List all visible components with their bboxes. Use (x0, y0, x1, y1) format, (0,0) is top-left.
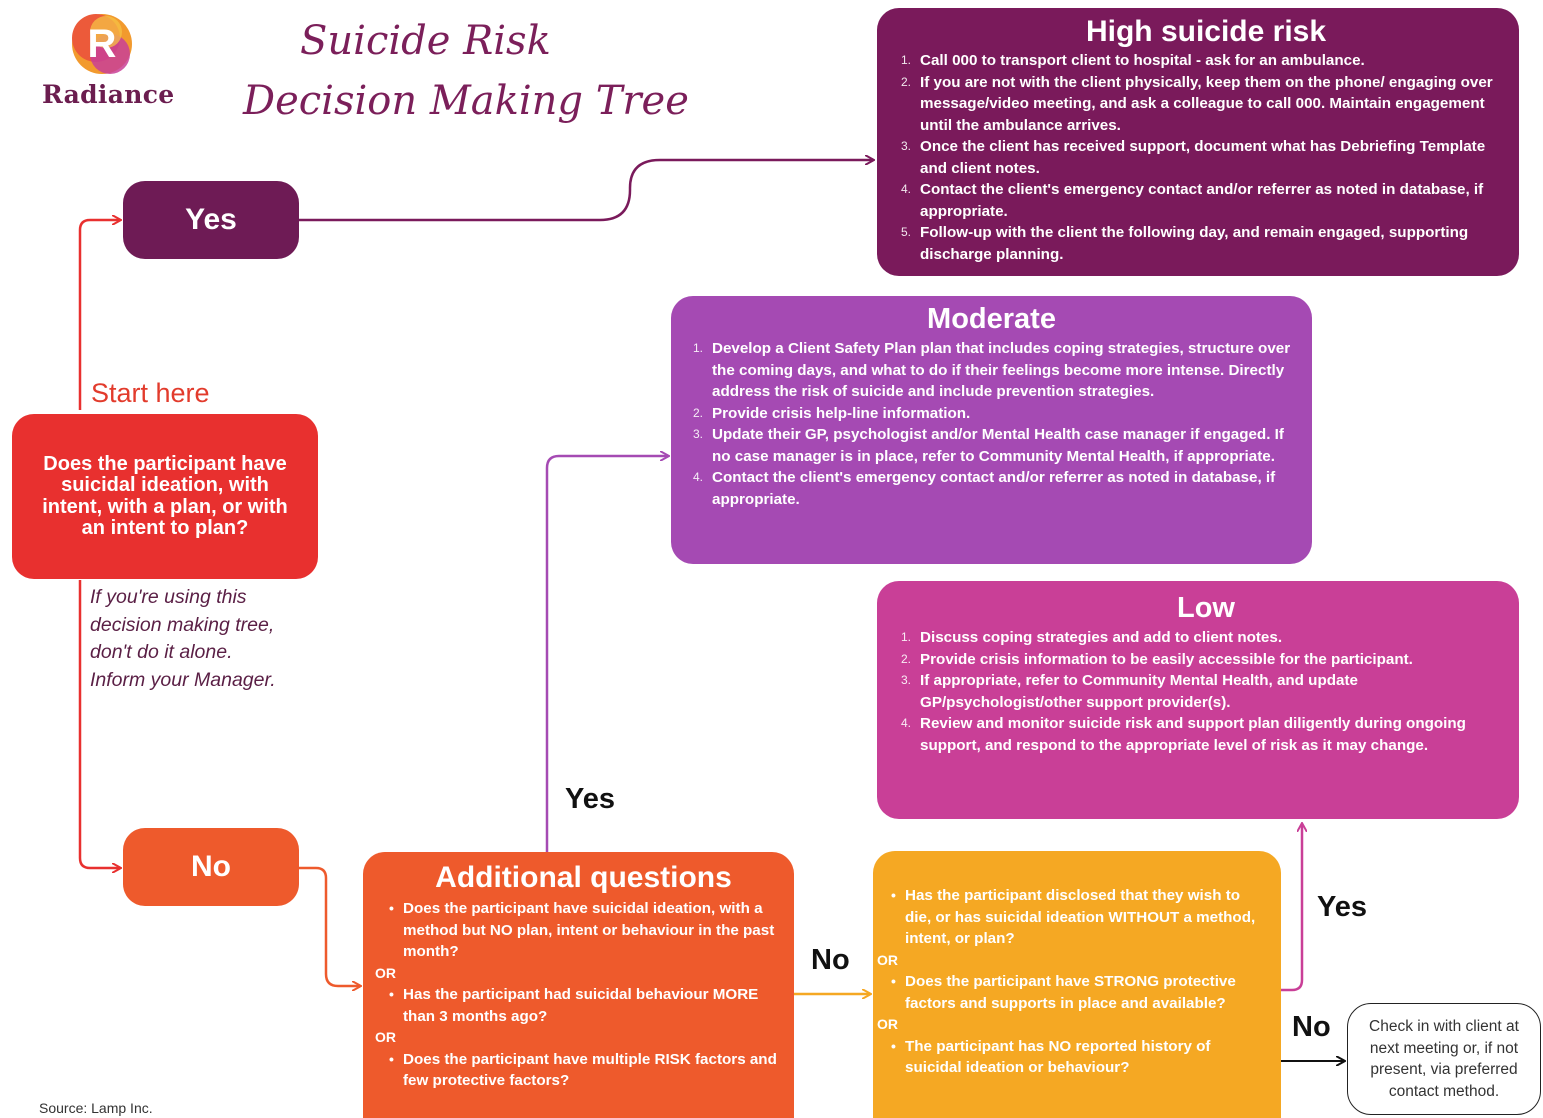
source-credit: Source: Lamp Inc. (39, 1100, 153, 1116)
page-title-line-1: Suicide Risk (300, 18, 551, 64)
moderate-risk-steps: 1.Develop a Client Safety Plan plan that… (693, 338, 1298, 510)
followup-yes-label: Yes (1317, 891, 1367, 923)
high-risk-step: 3.Once the client has received support, … (901, 138, 1486, 177)
high-risk-steps: 1.Call 000 to transport client to hospit… (901, 50, 1505, 265)
additional-questions-title: Additional questions (435, 861, 732, 894)
connector-start-yes (78, 220, 120, 410)
start-question-box: Does the participant have suicidal ideat… (12, 414, 318, 579)
additional-no-label: No (811, 944, 850, 976)
followup-questions-list: Has the participant disclosed that they … (877, 885, 1267, 1079)
yes-branch-pill: Yes (123, 181, 299, 259)
or-separator: OR (375, 964, 396, 981)
high-risk-step: 2.If you are not with the client physica… (901, 73, 1493, 134)
connector-start-no (78, 580, 120, 868)
connector-yes-high (299, 160, 873, 222)
moderate-risk-step: 3.Update their GP, psychologist and/or M… (693, 426, 1284, 465)
page-title-line-2: Decision Making Tree (243, 78, 689, 124)
brand-name: Radiance (42, 80, 175, 109)
low-risk-step: 2.Provide crisis information to be easil… (901, 650, 1413, 668)
moderate-risk-box: Moderate 1.Develop a Client Safety Plan … (671, 296, 1312, 564)
followup-question: Has the participant disclosed that they … (891, 885, 1267, 950)
moderate-risk-step: 2.Provide crisis help-line information. (693, 404, 971, 422)
manager-note: If you're using this decision making tre… (90, 586, 276, 691)
additional-questions-list: Does the participant have suicidal ideat… (375, 898, 778, 1092)
logo-letter: R (88, 22, 117, 66)
low-risk-box: Low 1.Discuss coping strategies and add … (877, 581, 1519, 819)
followup-question: The participant has NO reported history … (891, 1036, 1267, 1079)
high-risk-box: High suicide risk 1.Call 000 to transpor… (877, 8, 1519, 276)
connector-additional-moderate (545, 456, 668, 852)
or-separator: OR (877, 951, 898, 968)
additional-questions-box: Additional questions Does the participan… (363, 852, 794, 1118)
or-separator: OR (375, 1029, 396, 1045)
connector-followup-low (1281, 824, 1302, 992)
or-separator: OR (877, 1016, 898, 1032)
moderate-risk-title: Moderate (927, 303, 1056, 335)
low-risk-step: 3.If appropriate, refer to Community Men… (901, 672, 1358, 711)
high-risk-step: 5.Follow-up with the client the followin… (901, 224, 1469, 263)
check-in-box: Check in with client at next meeting or,… (1347, 1003, 1541, 1115)
low-risk-step: 1.Discuss coping strategies and add to c… (901, 629, 1283, 646)
low-risk-steps: 1.Discuss coping strategies and add to c… (901, 627, 1505, 756)
additional-yes-label: Yes (565, 783, 615, 815)
followup-no-label: No (1292, 1011, 1331, 1043)
low-risk-title: Low (1177, 592, 1235, 624)
connector-no-additional (299, 866, 360, 986)
moderate-risk-step: 1.Develop a Client Safety Plan plan that… (693, 340, 1291, 400)
additional-question: Does the participant have multiple RISK … (389, 1049, 778, 1092)
followup-question: Does the participant have STRONG protect… (891, 971, 1267, 1014)
followup-questions-box: Has the participant disclosed that they … (873, 851, 1281, 1118)
radiance-logo-icon: R (72, 14, 132, 74)
low-risk-step: 4.Review and monitor suicide risk and su… (901, 715, 1466, 754)
high-risk-step: 1.Call 000 to transport client to hospit… (901, 52, 1365, 69)
no-branch-pill: No (123, 828, 299, 906)
additional-question: Does the participant have suicidal ideat… (389, 898, 778, 963)
high-risk-step: 4.Contact the client's emergency contact… (901, 181, 1484, 220)
start-here-label: Start here (91, 378, 210, 408)
additional-question: Has the participant had suicidal behavio… (389, 984, 778, 1027)
high-risk-title: High suicide risk (1085, 15, 1327, 48)
moderate-risk-step: 4.Contact the client's emergency contact… (693, 469, 1276, 508)
